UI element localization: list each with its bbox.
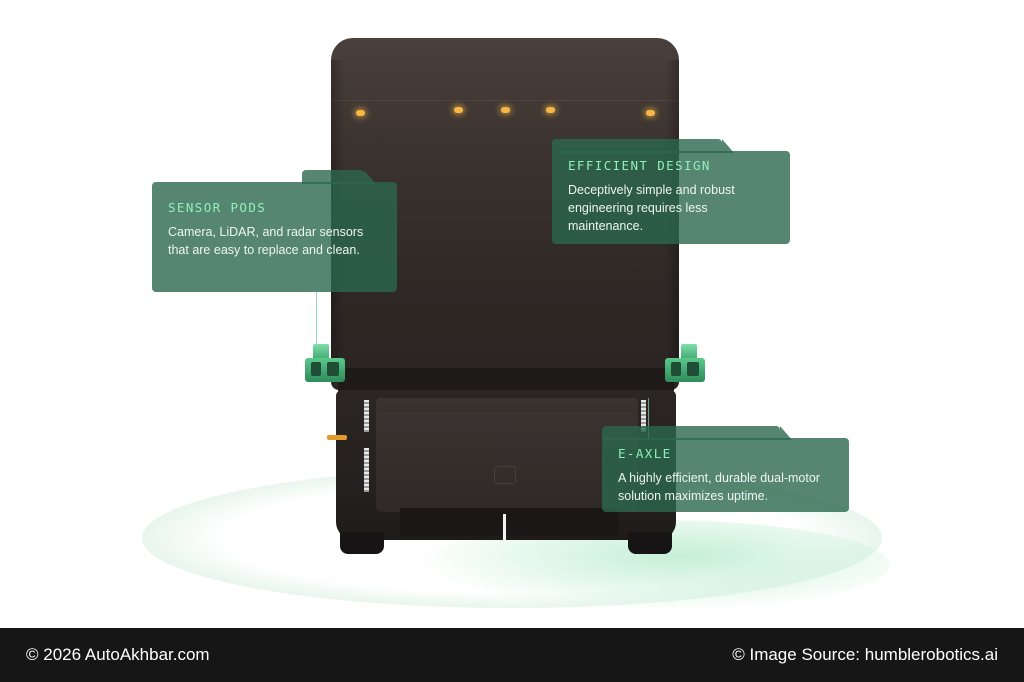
sensor-pod-right — [665, 344, 705, 384]
callout-title: SENSOR PODS — [168, 200, 267, 215]
copyright-text: © 2026 AutoAkhbar.com — [26, 645, 210, 664]
vehicle-front-bumper — [376, 412, 638, 512]
image-source-text: © Image Source: humblerobotics.ai — [732, 645, 998, 664]
callout-sensor-pods: SENSOR PODS Camera, LiDAR, and radar sen… — [152, 170, 397, 292]
callout-tab — [302, 170, 376, 184]
callout-e-axle: E-AXLE A highly efficient, durable dual-… — [602, 426, 849, 512]
callout-title: E-AXLE — [618, 446, 672, 461]
wheel-right — [628, 532, 672, 554]
side-marker-lamp — [327, 435, 347, 440]
marker-light — [501, 107, 510, 113]
wheel-left — [340, 532, 384, 554]
vent-grille-right — [641, 400, 646, 432]
marker-light — [454, 107, 463, 113]
footer-bar: © 2026 AutoAkhbar.com © Image Source: hu… — [0, 628, 1024, 682]
callout-efficient-design: EFFICIENT DESIGN Deceptively simple and … — [552, 139, 790, 244]
callout-tab — [602, 426, 792, 440]
sensor-pod-left — [305, 344, 345, 384]
vehicle-center-strip — [503, 514, 506, 540]
vehicle-badge — [494, 466, 516, 484]
marker-light — [356, 110, 365, 116]
vehicle-belt-line — [338, 368, 674, 394]
callout-text: Camera, LiDAR, and radar sensors that ar… — [168, 225, 364, 257]
vent-grille-left-upper — [364, 400, 369, 432]
leader-line-sensor — [316, 292, 317, 344]
vent-grille-left-lower — [364, 448, 369, 492]
marker-light — [546, 107, 555, 113]
leader-line-axle — [648, 398, 649, 438]
vehicle-skid-plate — [400, 508, 618, 536]
callout-text: Deceptively simple and robust engineerin… — [568, 183, 735, 233]
marker-light — [646, 110, 655, 116]
callout-text: A highly efficient, durable dual-motor s… — [618, 471, 820, 503]
callout-title: EFFICIENT DESIGN — [568, 158, 711, 173]
callout-tab — [552, 139, 734, 153]
product-image: SENSOR PODS Camera, LiDAR, and radar sen… — [142, 38, 890, 610]
